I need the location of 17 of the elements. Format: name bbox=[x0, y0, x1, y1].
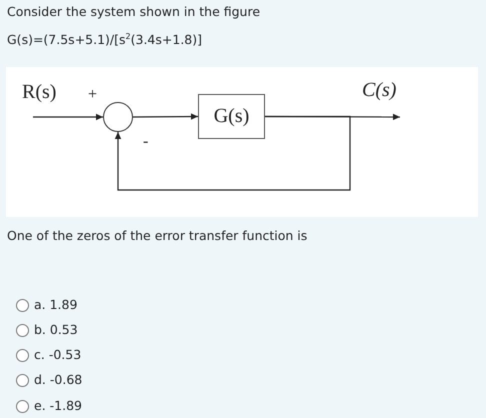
arrow bbox=[133, 113, 198, 120]
answer-option: b. 0.53 bbox=[34, 322, 78, 337]
sign-label: - bbox=[143, 134, 148, 150]
question-text: One of the zeros of the error transfer function is bbox=[7, 228, 308, 243]
answer-option: d. -0.68 bbox=[34, 372, 82, 387]
answer-option: c. -0.53 bbox=[34, 347, 82, 362]
answer-option: e. -1.89 bbox=[34, 398, 82, 413]
sign-label: + bbox=[88, 87, 98, 103]
signal-label: R(s) bbox=[22, 81, 56, 103]
transfer-function-block: G(s) bbox=[198, 94, 265, 139]
arrow bbox=[114, 116, 351, 191]
answer-option: a. 1.89 bbox=[34, 297, 78, 312]
question-text: Consider the system shown in the figure bbox=[7, 4, 260, 19]
question-text: G(s)=(7.5s+5.1)/[s$^{2}$(3.4s+1.8)] bbox=[7, 32, 202, 47]
summing-junction bbox=[103, 102, 133, 132]
arrow bbox=[33, 114, 103, 120]
signal-label: C(s) bbox=[362, 79, 396, 101]
